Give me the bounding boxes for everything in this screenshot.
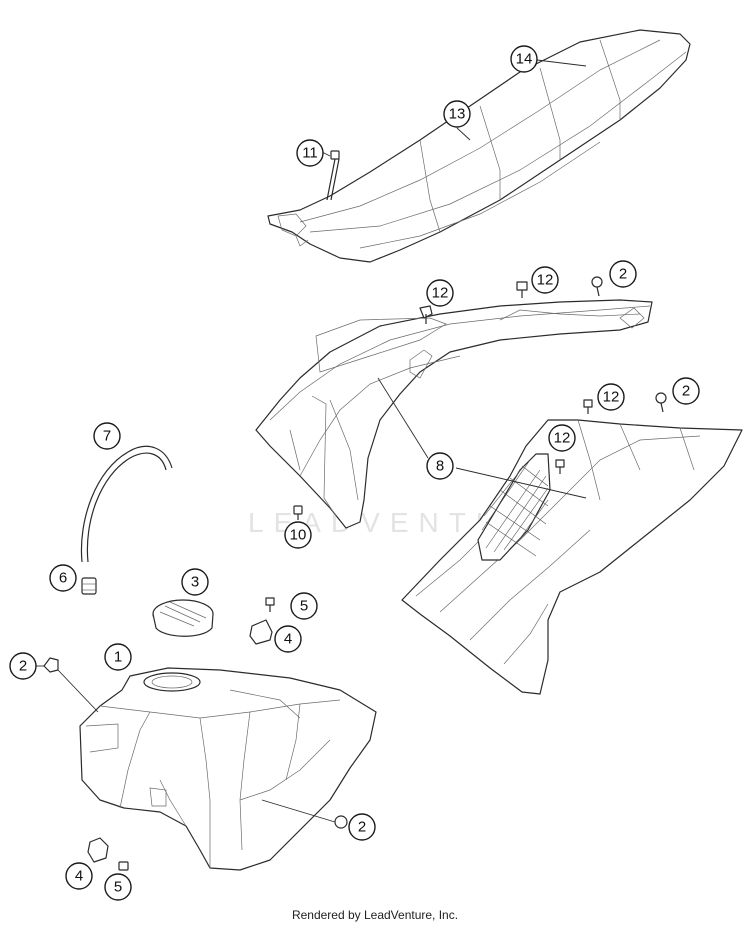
- leader-13: [456, 127, 471, 141]
- callout-11: 11: [296, 139, 324, 167]
- fuel-cap-drawing: [152, 599, 214, 637]
- svg-text:12: 12: [603, 389, 620, 406]
- svg-text:2: 2: [19, 658, 27, 675]
- leader-14: [536, 59, 587, 67]
- svg-text:2: 2: [358, 819, 366, 836]
- grommet-4-upper: [249, 619, 273, 645]
- fuel-tank-drawing: [79, 667, 377, 871]
- screw-5-lower: [118, 861, 129, 871]
- callout-4-upper: 4: [274, 625, 302, 653]
- svg-text:6: 6: [59, 570, 67, 587]
- bolt-10-drawing: [293, 505, 303, 520]
- callout-5-upper: 5: [290, 592, 318, 620]
- callout-13: 13: [443, 100, 471, 128]
- callout-2-upper-right: 2: [672, 377, 700, 405]
- callout-2-tank-left: 2: [9, 652, 37, 680]
- callout-10: 10: [284, 521, 312, 549]
- callout-2-tank-right: 2: [348, 813, 376, 841]
- left-side-cover-drawing: [255, 299, 653, 529]
- callout-12-right-b: 12: [548, 424, 576, 452]
- grommet-4-lower: [87, 837, 109, 863]
- svg-text:1: 1: [114, 649, 122, 666]
- svg-text:10: 10: [290, 527, 307, 544]
- seat-drawing: [267, 29, 691, 263]
- svg-text:5: 5: [114, 879, 122, 896]
- leader-8-left: [377, 377, 429, 459]
- svg-text:8: 8: [436, 458, 444, 475]
- svg-text:4: 4: [284, 631, 292, 648]
- screw-2-tank-right: [261, 799, 348, 829]
- callout-3: 3: [181, 568, 209, 596]
- svg-text:11: 11: [302, 145, 318, 162]
- callout-12-left-b: 12: [531, 266, 559, 294]
- callout-5-lower: 5: [104, 873, 132, 901]
- vent-hose-drawing: [80, 445, 173, 563]
- callout-12-right-a: 12: [597, 383, 625, 411]
- bolt-12-right-a: [583, 399, 593, 414]
- leader-8-right: [455, 467, 587, 499]
- bolt-12-left-b: [516, 281, 528, 298]
- svg-text:7: 7: [103, 428, 111, 445]
- svg-text:2: 2: [619, 266, 627, 283]
- callout-7: 7: [93, 422, 121, 450]
- bolt-11-drawing: [326, 150, 340, 201]
- right-side-cover-drawing: [401, 419, 743, 695]
- svg-text:5: 5: [300, 598, 308, 615]
- callout-6: 6: [49, 564, 77, 592]
- screw-2-tank-left: [43, 657, 99, 713]
- fitting-6-drawing: [81, 577, 97, 595]
- svg-text:4: 4: [75, 868, 83, 885]
- svg-text:12: 12: [537, 272, 554, 289]
- footer-credit: Rendered by LeadVenture, Inc.: [291, 908, 459, 922]
- callout-1: 1: [104, 643, 132, 671]
- callout-12-left-a: 12: [426, 279, 454, 307]
- screw-2-upper-right: [655, 392, 667, 413]
- screw-2-upper-left: [591, 276, 603, 297]
- screw-5-upper: [265, 597, 275, 612]
- callout-8: 8: [426, 452, 454, 480]
- svg-text:12: 12: [432, 285, 449, 302]
- svg-text:14: 14: [516, 51, 533, 68]
- svg-text:12: 12: [554, 430, 571, 447]
- svg-text:2: 2: [682, 383, 690, 400]
- svg-text:13: 13: [449, 106, 466, 123]
- callout-2-upper-left: 2: [609, 260, 637, 288]
- bolt-12-right-b: [555, 459, 565, 474]
- callout-14: 14: [510, 45, 538, 73]
- bolt-12-left-a: [419, 305, 433, 324]
- svg-text:3: 3: [191, 574, 199, 591]
- callout-4-lower: 4: [65, 862, 93, 890]
